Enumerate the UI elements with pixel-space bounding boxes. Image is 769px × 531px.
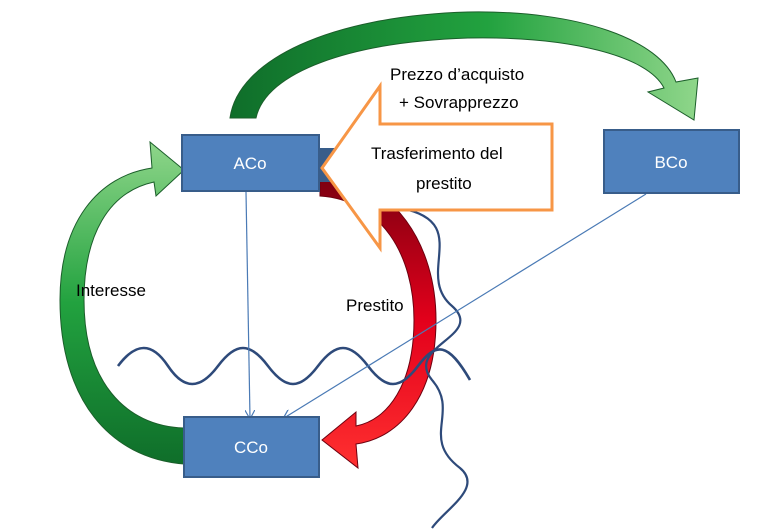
node-bco-label: BCo xyxy=(654,153,687,172)
node-cco: CCo xyxy=(183,416,320,478)
interest-label: Interesse xyxy=(76,281,146,300)
node-bco: BCo xyxy=(603,129,740,194)
bco-to-cco-line xyxy=(284,193,647,418)
node-aco-label: ACo xyxy=(233,154,266,173)
loan-arrow xyxy=(319,173,437,470)
transfer-label-line2: prestito xyxy=(416,174,472,193)
transfer-arrow xyxy=(320,81,554,253)
node-cco-label: CCo xyxy=(234,438,268,457)
vertical-wave-line xyxy=(399,206,469,529)
interest-arrow xyxy=(59,140,185,465)
purchase-price-arrow xyxy=(229,11,699,121)
transfer-label-line1: Trasferimento del xyxy=(371,144,503,163)
node-aco: ACo xyxy=(181,134,320,192)
aco-to-cco-line xyxy=(246,191,250,418)
purchase-price-label-line1: Prezzo d’acquisto xyxy=(390,65,524,84)
horizontal-wave-line xyxy=(116,346,472,386)
loan-label: Prestito xyxy=(346,296,404,315)
purchase-price-label-line2: + Sovrapprezzo xyxy=(399,93,519,112)
